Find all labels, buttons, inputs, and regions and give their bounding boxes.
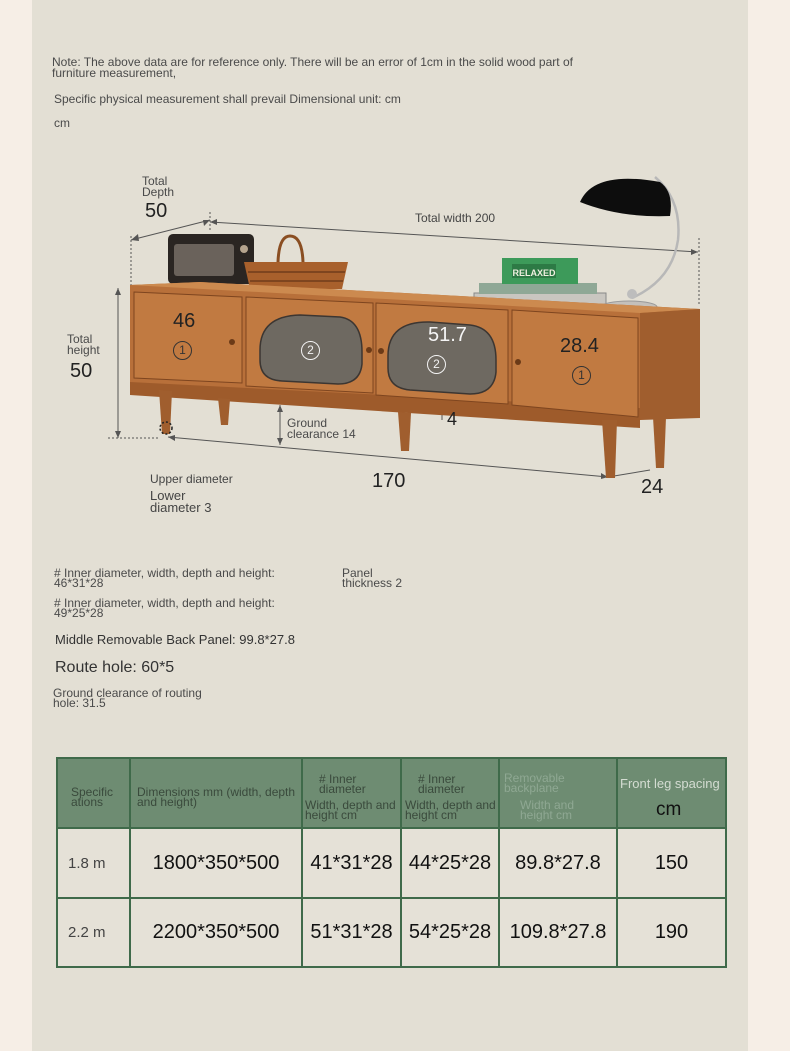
cabinet-body	[130, 282, 700, 478]
basket-prop	[244, 234, 348, 289]
cell-backplane: 89.8*27.8	[498, 827, 618, 899]
glass-width-value: 51.7	[428, 324, 467, 346]
depth-line	[130, 219, 211, 241]
cell-spec: 1.8 m	[56, 827, 131, 899]
radio-prop	[168, 234, 254, 284]
box-label: RELAXED	[512, 268, 556, 278]
route-hole-spec: Route hole: 60*5	[55, 659, 175, 676]
cell-leg-spacing: 150	[616, 827, 727, 899]
total-width-label: Total width 200	[415, 211, 496, 225]
cell-dimensions: 1800*350*500	[129, 827, 303, 899]
cell-inner-2: 44*25*28	[400, 827, 500, 899]
cell-backplane: 109.8*27.8	[498, 896, 618, 969]
cell-leg-spacing: 190	[616, 896, 727, 969]
inner-spec-1: # Inner diameter, width, depth and heigh…	[54, 566, 275, 590]
note-line-1: Note: The above data are for reference o…	[52, 55, 573, 80]
leg-span-line	[167, 436, 609, 478]
drawer-width-value: 46	[173, 310, 196, 332]
upper-diameter-label: Upper diameter	[150, 472, 233, 486]
note-line-2: Specific physical measurement shall prev…	[54, 92, 401, 106]
cell-spec: 2.2 m	[56, 896, 131, 969]
gap-value: 4	[447, 409, 458, 429]
leg-depth-value: 24	[641, 476, 664, 498]
cell-inner-2: 54*25*28	[400, 896, 500, 969]
width-line	[209, 221, 699, 253]
cell-inner-1: 41*31*28	[301, 827, 402, 899]
cell-inner-1: 51*31*28	[301, 896, 402, 969]
cell-dimensions: 2200*350*500	[129, 896, 303, 969]
table-row: 1.8 m 1800*350*500 41*31*28 44*25*28 89.…	[56, 827, 727, 899]
leg-span-value: 170	[372, 470, 406, 492]
table-row: 2.2 m 2200*350*500 51*31*28 54*25*28 109…	[56, 896, 727, 969]
drawer-marker-1b: 1	[572, 366, 591, 385]
inner-spec-2: # Inner diameter, width, depth and heigh…	[54, 596, 275, 620]
total-depth-value: 50	[145, 200, 168, 222]
back-panel-spec: Middle Removable Back Panel: 99.8*27.8	[55, 632, 295, 647]
right-height-value: 28.4	[560, 335, 599, 357]
drawer-marker-1: 1	[173, 341, 192, 360]
tv-cabinet-diagram: RELAXED	[108, 176, 700, 479]
note-line-3: cm	[54, 116, 70, 130]
glass-marker-2: 2	[301, 341, 320, 360]
total-height-value: 50	[70, 360, 93, 382]
glass-marker-2b: 2	[427, 355, 446, 374]
